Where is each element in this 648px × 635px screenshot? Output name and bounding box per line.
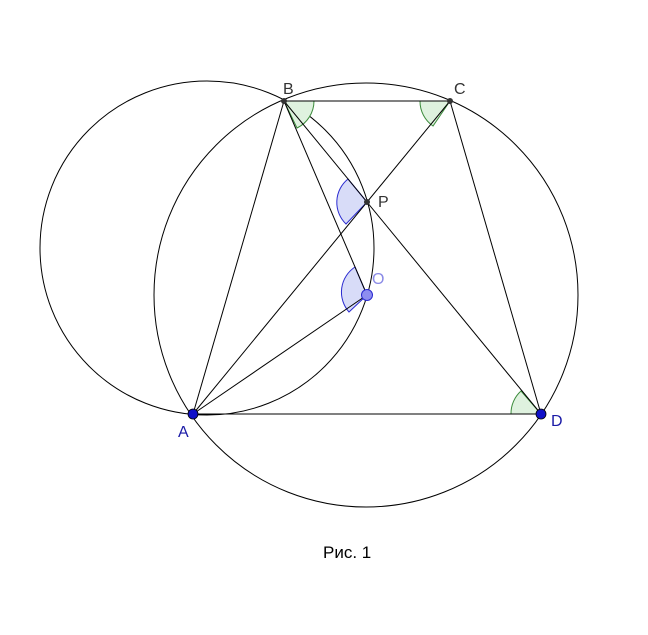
angle-mark-c [419,100,451,127]
point-o [361,289,373,301]
circle-abo [39,80,375,416]
label-a: A [178,424,189,441]
label-d: D [551,413,563,430]
point-b [281,98,287,104]
segment-ac [192,100,451,415]
point-p [364,199,370,205]
point-a [187,408,199,420]
segment-ab [192,100,285,415]
angle-mark-b [283,100,315,129]
circle-abcd [153,82,579,508]
segment-ao [192,294,368,415]
label-b: B [283,81,294,98]
figure-caption: Рис. 1 [323,543,371,562]
segment-cd [449,100,542,415]
segment-bo [283,100,368,296]
label-o: O [372,271,384,288]
point-c [447,98,453,104]
point-d [535,408,547,420]
segment-bd [283,100,542,415]
angle-mark-d [510,390,543,415]
label-c: C [454,81,466,98]
angle-mark-p [336,178,368,225]
angle-mark-o [340,266,368,313]
label-p: P [378,194,389,211]
